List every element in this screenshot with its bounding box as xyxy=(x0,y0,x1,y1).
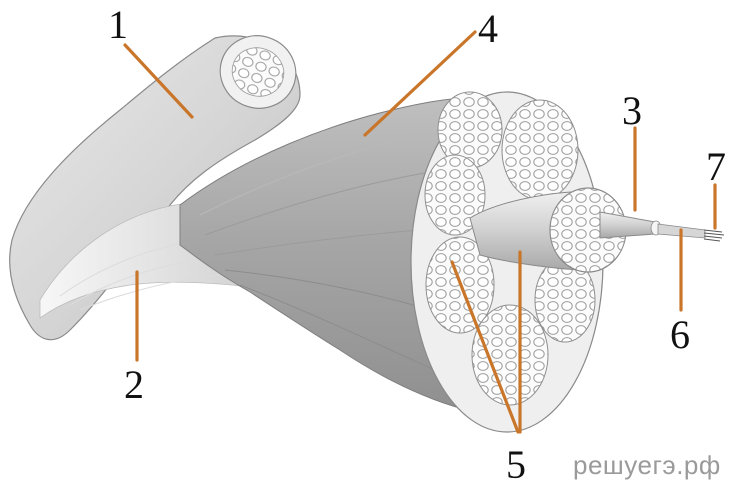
label-4: 4 xyxy=(478,6,498,51)
muscle-fiber xyxy=(599,211,662,239)
fascicle xyxy=(471,304,549,406)
extracted-fascicle xyxy=(469,187,627,273)
label-7: 7 xyxy=(706,144,726,189)
fascicle xyxy=(424,154,486,236)
leader-4 xyxy=(363,30,477,137)
leader-1 xyxy=(123,43,194,119)
muscle-cross-section xyxy=(410,91,604,433)
leader-lines xyxy=(123,30,717,434)
label-5: 5 xyxy=(506,442,526,487)
label-1: 1 xyxy=(108,2,128,47)
leader-5a xyxy=(450,260,520,434)
myofilaments xyxy=(703,229,725,242)
label-2: 2 xyxy=(124,362,144,407)
watermark: решуегэ.рф xyxy=(573,450,721,480)
label-6: 6 xyxy=(670,312,690,357)
fascicle xyxy=(501,99,579,201)
label-3: 3 xyxy=(622,88,642,133)
